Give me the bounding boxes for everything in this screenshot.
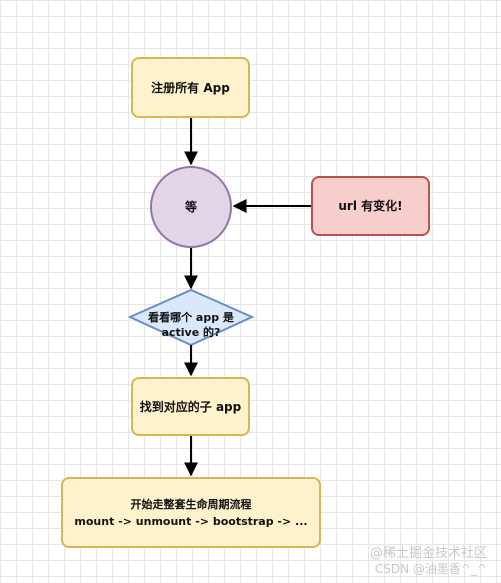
wait-label: 等 bbox=[184, 200, 197, 214]
watermark-csdn: CSDN @油墨香^_^ bbox=[374, 562, 487, 576]
url-change-node: url 有变化! bbox=[311, 176, 430, 236]
decision-label: 看看哪个 app 是 active 的? bbox=[128, 301, 254, 349]
register-apps-node: 注册所有 App bbox=[131, 57, 250, 118]
decision-label-line1: 看看哪个 app 是 bbox=[148, 311, 234, 324]
lifecycle-label-line2: mount -> unmount -> bootstrap -> ... bbox=[74, 514, 308, 528]
find-sub-app-node: 找到对应的子 app bbox=[131, 377, 250, 436]
url-change-label: url 有变化! bbox=[338, 199, 403, 213]
wait-node: 等 bbox=[150, 166, 232, 248]
register-apps-label: 注册所有 App bbox=[151, 80, 230, 95]
lifecycle-node: 开始走整套生命周期流程 mount -> unmount -> bootstra… bbox=[61, 477, 321, 548]
lifecycle-label-line1: 开始走整套生命周期流程 bbox=[130, 497, 252, 511]
find-sub-app-label: 找到对应的子 app bbox=[139, 399, 242, 414]
watermark-juejin: @稀土掘金技术社区 bbox=[369, 546, 487, 561]
decision-label-line2: active 的? bbox=[161, 326, 221, 339]
